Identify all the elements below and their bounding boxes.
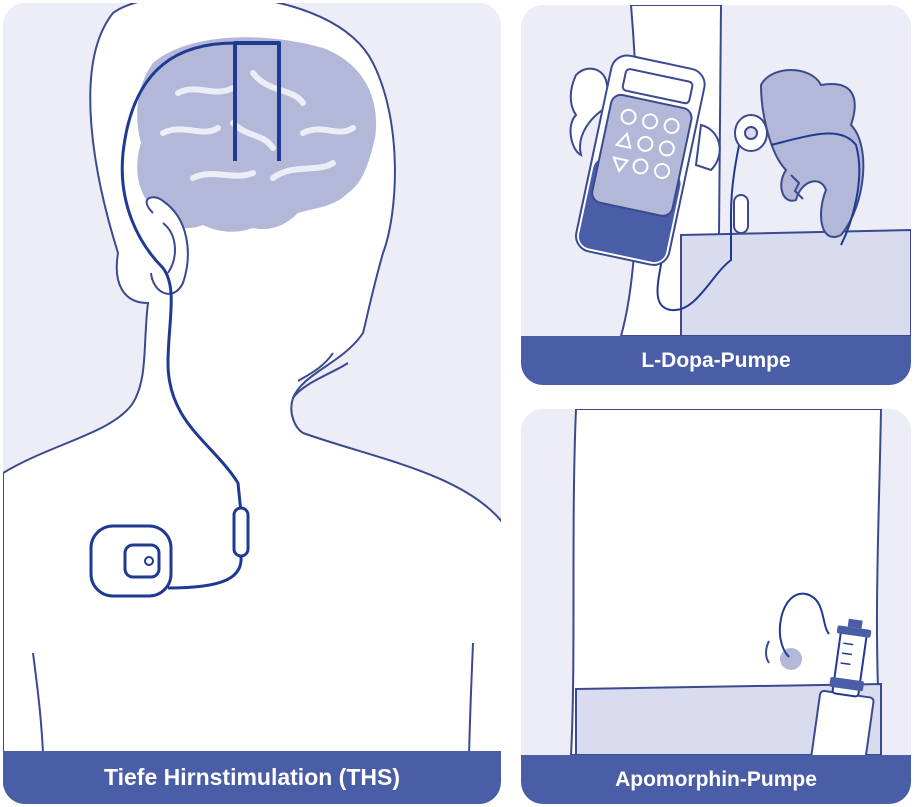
caption-apomorphin: Apomorphin-Pumpe [521,755,911,804]
caption-ldopa: L-Dopa-Pumpe [521,336,911,385]
wire-connector [234,508,248,556]
apomorphin-illustration [521,409,911,804]
ths-illustration [3,3,501,804]
panel-apomorphine-pump: Apomorphin-Pumpe [521,409,911,804]
ldopa-illustration [521,5,911,385]
stomach-illustration [761,70,863,237]
panel-l-dopa-pump: L-Dopa-Pumpe [521,5,911,385]
panel-deep-brain-stimulation: Tiefe Hirnstimulation (THS) [3,3,501,804]
caption-ths: Tiefe Hirnstimulation (THS) [3,751,501,804]
